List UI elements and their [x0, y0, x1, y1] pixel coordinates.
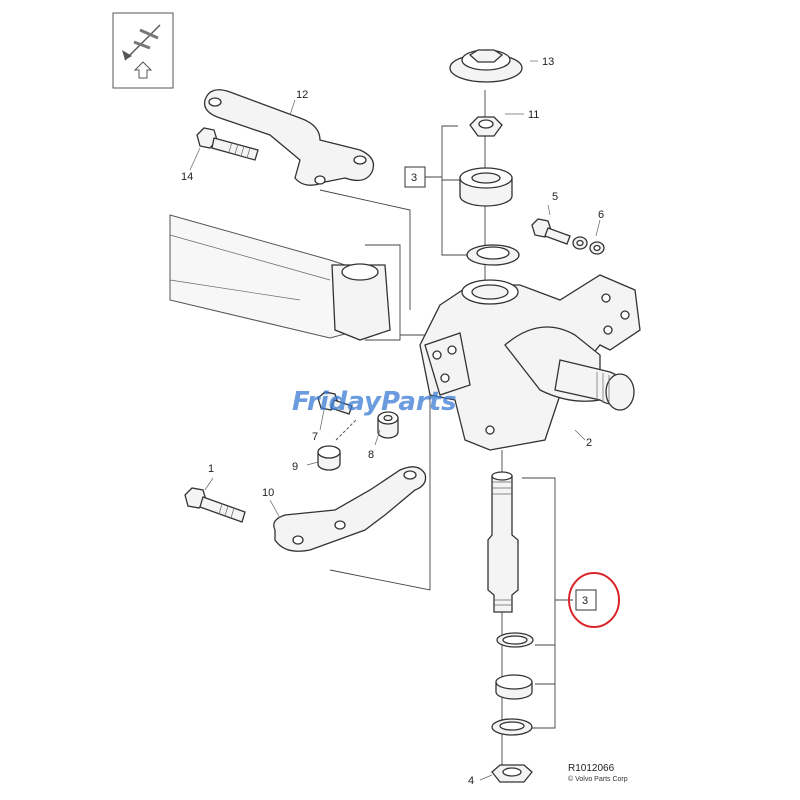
- callout-13: 13: [542, 56, 554, 68]
- part-2-steering-knuckle: [419, 274, 641, 451]
- part-11-castle-nut: [469, 116, 503, 137]
- callout-8: 8: [368, 449, 374, 461]
- copyright-text: © Volvo Parts Corp: [568, 775, 628, 783]
- group-box-lower: 3: [575, 589, 597, 611]
- part-lower-seal: [491, 718, 533, 736]
- watermark-text: FridayParts: [292, 387, 457, 417]
- callout-7: 7: [312, 431, 318, 443]
- part-5-bolt: [531, 218, 571, 245]
- part-seal-upper: [466, 244, 520, 266]
- axle-beam: [169, 214, 391, 341]
- orientation-icon: [112, 12, 174, 89]
- part-1-bolt: [184, 487, 246, 523]
- callout-12: 12: [296, 89, 308, 101]
- callout-9: 9: [292, 461, 298, 473]
- callout-4: 4: [468, 775, 474, 787]
- part-10-lower-arm: [273, 466, 427, 552]
- callout-leaders: [189, 60, 601, 781]
- part-6-washers: [572, 236, 605, 255]
- part-14-bolt: [196, 127, 259, 161]
- part-lower-bushing: [495, 674, 533, 700]
- callout-labels: 1 2 4 5 6 7 8 9 10 11 12 13 14: [181, 56, 604, 787]
- callout-2: 2: [586, 437, 592, 449]
- reference-code: R1012066: [568, 763, 615, 774]
- group-box-upper-label: 3: [411, 172, 417, 184]
- callout-5: 5: [552, 191, 558, 203]
- part-12-upper-arm: [203, 89, 375, 186]
- part-bearing-upper: [459, 167, 513, 207]
- part-lower-ring: [496, 632, 534, 648]
- part-7-bolt: [317, 391, 353, 415]
- callout-1: 1: [208, 463, 214, 475]
- part-king-pin: [487, 471, 519, 613]
- highlight-circle: [568, 572, 620, 628]
- callout-14: 14: [181, 171, 193, 183]
- callout-6: 6: [598, 209, 604, 221]
- part-4-nut: [491, 764, 533, 783]
- part-13-hub-cap: [449, 49, 523, 83]
- callout-11: 11: [528, 109, 539, 121]
- callout-10: 10: [262, 487, 274, 499]
- part-9-spacer: [317, 445, 341, 471]
- part-8-bushing: [377, 411, 399, 439]
- group-box-upper: 3: [404, 166, 426, 188]
- group-box-lower-label: 3: [582, 595, 588, 607]
